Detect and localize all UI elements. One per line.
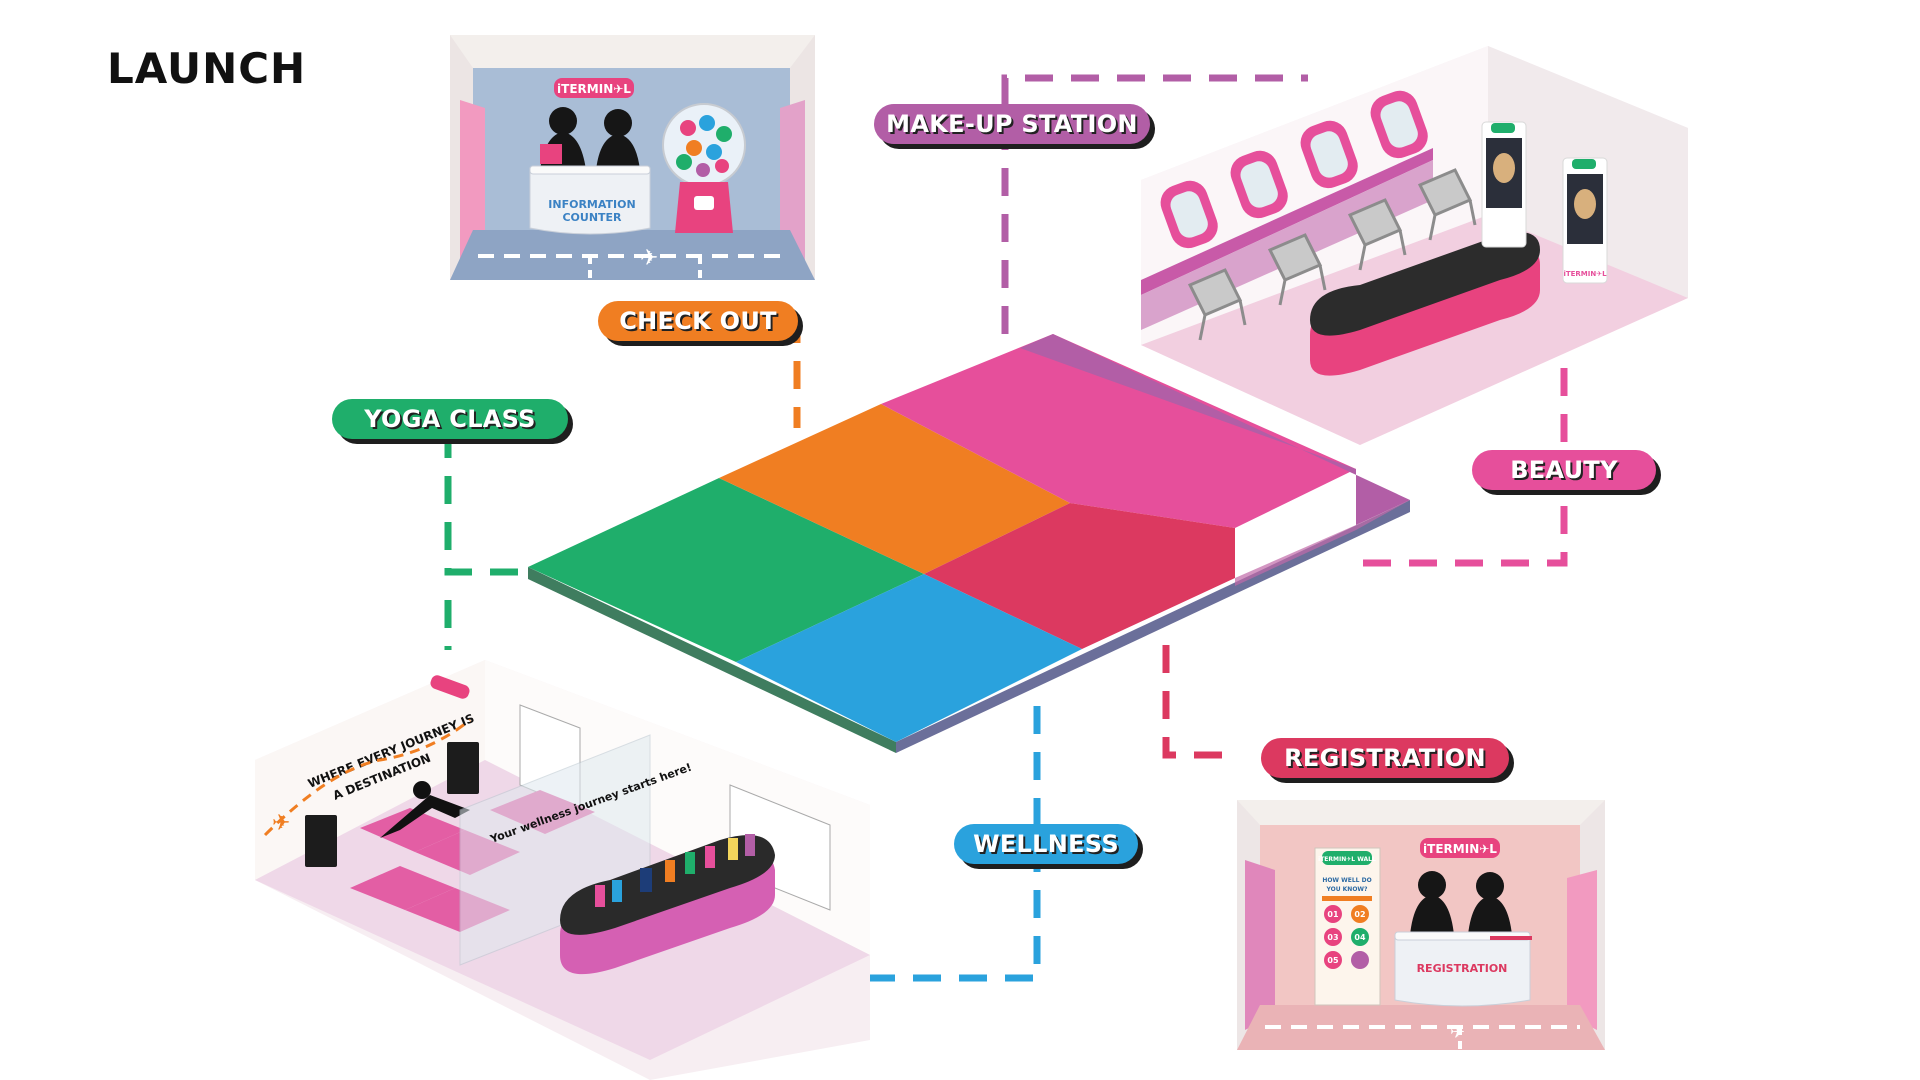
zone-tile-makeup-edge [1235,500,1410,586]
floor-side-left [528,567,896,753]
zone-label-check-out[interactable]: CHECK OUT [598,301,798,341]
kiosk-brand-logo: iTERMIN✈L [1563,270,1607,278]
connector-registration [1162,645,1235,759]
airplane-icon: ✈ [272,811,290,836]
info-wall-question-line1: HOW WELL DO [1322,877,1371,884]
room-makeup-station: iTERMIN✈L [1141,46,1688,445]
zone-label-wellness[interactable]: WELLNESS [954,824,1138,864]
room-checkout: ✈ iTERMIN✈L INFORMATION COUNTER [450,35,815,280]
counter-label-line1: INFORMATION [548,198,635,211]
zone-tile-makeup [1020,334,1410,525]
beauty-kiosk-icon [1481,121,1608,284]
info-wall-number: 02 [1354,910,1365,919]
zone-label-beauty[interactable]: BEAUTY [1472,450,1656,490]
info-wall-tag: iTERMIN✈L WALL [1318,856,1376,863]
zone-tile-beauty [881,334,1356,528]
page-title: LAUNCH [107,44,307,93]
registration-counter-label: REGISTRATION [1417,962,1508,975]
staff-silhouette-icon [1410,871,1512,935]
connector-makeup [1001,74,1308,334]
zone-tile-yoga [528,478,924,662]
isometric-floor-plan [528,334,1410,753]
chair-icon [1187,168,1477,341]
airplane-icon: ✈ [640,246,658,271]
speaker-icon [305,742,479,867]
info-wall-number: 04 [1354,933,1366,942]
zone-label-yoga-class[interactable]: YOGA CLASS [332,399,568,439]
room-brand-logo: iTERMIN✈L [557,82,631,96]
room-registration: ✈ iTERMIN✈L WALL HOW WELL DO YOU KNOW? 0… [1237,800,1605,1050]
info-wall-number: 05 [1327,956,1339,965]
zone-label-makeup-station[interactable]: MAKE-UP STATION [874,104,1150,144]
room-yoga-wellness: WHERE EVERY JOURNEY IS A DESTINATION ✈ [255,660,870,1080]
zone-tile-registration [924,503,1235,649]
info-wall-board: iTERMIN✈L WALL HOW WELL DO YOU KNOW? 01 … [1314,847,1381,1006]
zone-tile-checkout [719,404,1070,574]
airplane-icon: ✈ [1450,1022,1465,1043]
connector-wellness [820,706,1041,982]
connector-yoga [444,430,520,650]
gumball-machine-icon [662,103,746,233]
info-wall-number: 01 [1327,910,1339,919]
zone-tile-wellness [736,574,1082,742]
connector-beauty [1350,368,1568,567]
room-brand-logo: iTERMIN✈L [1423,842,1497,856]
counter-label-line2: COUNTER [562,211,622,224]
info-wall-question-line2: YOU KNOW? [1325,886,1368,893]
zone-label-registration[interactable]: REGISTRATION [1261,738,1509,778]
yoga-person-icon [380,781,470,838]
product-shelf-icon [595,834,755,907]
info-wall-number: 03 [1327,933,1338,942]
